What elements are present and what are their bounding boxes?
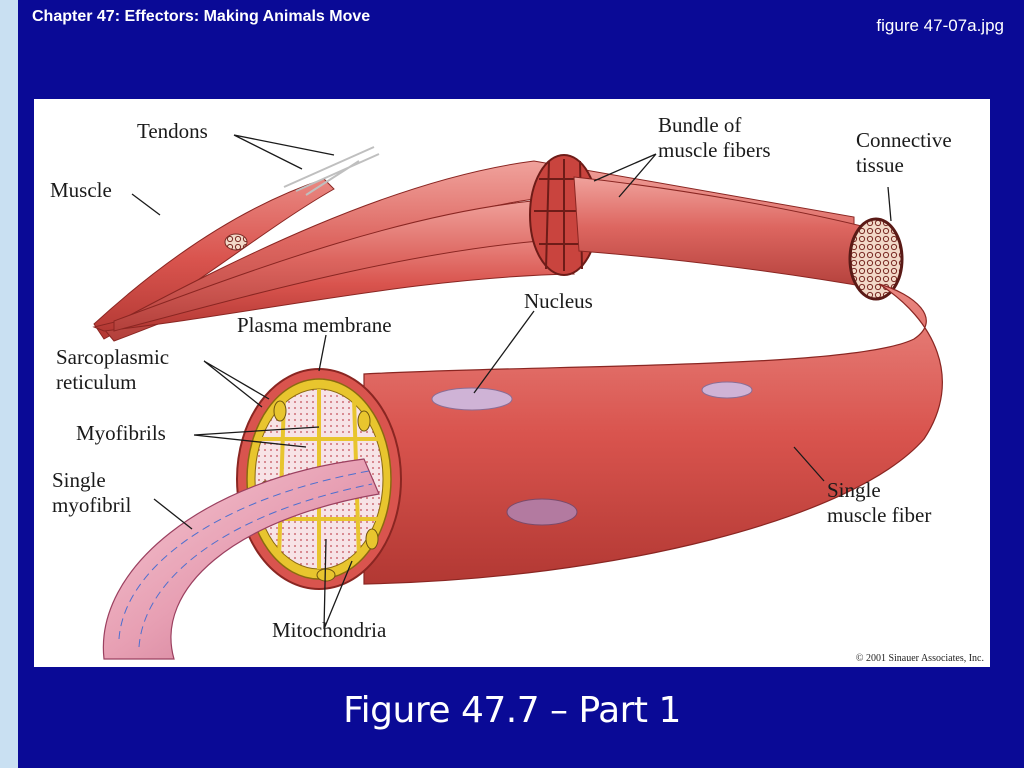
connective-tissue-cross-section xyxy=(848,217,904,301)
chapter-title: Chapter 47: Effectors: Making Animals Mo… xyxy=(32,8,371,25)
muscle-cross-section xyxy=(224,233,248,251)
label-sarcoplasmic-line-2: reticulum xyxy=(56,370,137,394)
figure-filename: figure 47-07a.jpg xyxy=(876,16,1004,35)
nucleus-1 xyxy=(431,387,513,411)
left-accent-strip xyxy=(0,0,18,768)
figure-panel: Tendons Muscle Bundle of muscle fibers C… xyxy=(34,99,990,667)
label-connective-line-2: tissue xyxy=(856,153,904,177)
label-single-muscle-fiber: Single muscle fiber xyxy=(827,478,931,528)
label-bundle-line-1: Bundle of xyxy=(658,113,742,137)
label-connective-line-1: Connective xyxy=(856,128,952,152)
label-single-myofibril: Single myofibril xyxy=(52,468,131,518)
figure-caption: Figure 47.7 – Part 1 xyxy=(343,690,681,731)
label-sarcoplasmic-line-1: Sarcoplasmic xyxy=(56,345,170,369)
label-mitochondria: Mitochondria xyxy=(272,618,387,642)
label-single-myofibril-line-2: myofibril xyxy=(52,493,132,517)
nucleus-3 xyxy=(506,498,578,526)
single-myofibril xyxy=(102,458,380,660)
label-single-fiber-line-2: muscle fiber xyxy=(827,503,932,527)
label-nucleus: Nucleus xyxy=(524,289,593,313)
label-tendons: Tendons xyxy=(137,119,208,143)
single-fiber-tube xyxy=(363,283,943,585)
tendon-strands xyxy=(283,146,380,196)
label-myofibrils: Myofibrils xyxy=(76,421,166,445)
label-plasma-membrane: Plasma membrane xyxy=(237,313,392,337)
label-sarcoplasmic-reticulum: Sarcoplasmic reticulum xyxy=(56,345,169,395)
label-single-fiber-line-1: Single xyxy=(827,478,881,502)
nucleus-2 xyxy=(701,381,753,399)
copyright-notice: © 2001 Sinauer Associates, Inc. xyxy=(855,653,984,664)
label-connective-tissue: Connective tissue xyxy=(856,128,952,178)
label-bundle-of-muscle-fibers: Bundle of muscle fibers xyxy=(658,113,771,163)
label-bundle-line-2: muscle fibers xyxy=(658,138,771,162)
fascicle-shape xyxy=(573,176,880,290)
label-muscle: Muscle xyxy=(50,178,112,202)
label-single-myofibril-line-1: Single xyxy=(52,468,106,492)
leader-lines xyxy=(131,134,892,630)
muscle-structure-illustration xyxy=(92,134,943,660)
